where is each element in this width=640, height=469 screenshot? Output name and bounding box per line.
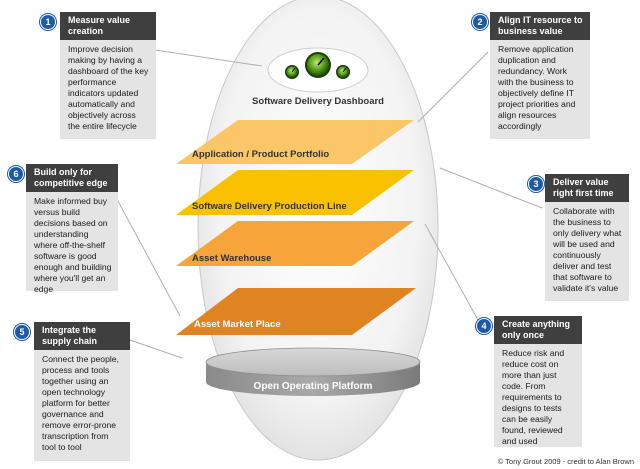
platform-label: Open Operating Platform <box>254 381 373 392</box>
connector-line-6 <box>111 189 181 317</box>
layer-4: Asset Market Place <box>176 288 416 335</box>
layer-4-shape <box>176 288 416 335</box>
callout-3-number: 3 <box>528 176 544 192</box>
callout-5-title: Integrate the supply chain <box>34 322 130 350</box>
callout-2-text: Remove application duplication and redun… <box>490 40 590 139</box>
callout-6-title: Build only for competitive edge <box>26 164 118 192</box>
layer-1: Application / Product Portfolio <box>176 120 414 164</box>
connector-line-2 <box>417 51 489 123</box>
callout-4-number: 4 <box>476 318 492 334</box>
callout-3: Deliver value right first time Collabora… <box>545 174 629 301</box>
layer-3-shape <box>176 221 414 266</box>
callout-2-title: Align IT resource to business value <box>490 12 590 40</box>
layer-4-label: Asset Market Place <box>194 319 281 330</box>
connector-line-4 <box>424 223 479 321</box>
callout-1: Measure value creation Improve decision … <box>60 12 156 139</box>
callout-1-number: 1 <box>40 14 56 30</box>
connector-line-3 <box>439 167 543 209</box>
callout-4: Create anything only once Reduce risk an… <box>494 316 582 447</box>
layer-2: Software Delivery Production Line <box>176 170 414 215</box>
layer-2-label: Software Delivery Production Line <box>192 201 347 212</box>
callout-6-text: Make informed buy versus build decisions… <box>26 192 118 294</box>
callout-3-text: Collaborate with the business to only de… <box>545 202 629 301</box>
connector-line-1 <box>154 49 263 67</box>
copyright-text: © Tony Grout 2009 - credit to Alan Brown <box>497 457 634 466</box>
layer-2-shape <box>176 170 414 215</box>
dashboard-title: Software Delivery Dashboard <box>252 96 384 107</box>
callout-1-title: Measure value creation <box>60 12 156 40</box>
callout-6-number: 6 <box>8 166 24 182</box>
layer-1-label: Application / Product Portfolio <box>192 149 329 160</box>
layer-3: Asset Warehouse <box>176 221 414 266</box>
callout-6: Build only for competitive edge Make inf… <box>26 164 118 294</box>
callout-2-number: 2 <box>472 14 488 30</box>
callout-4-text: Reduce risk and reduce cost on more than… <box>494 344 582 447</box>
callout-3-title: Deliver value right first time <box>545 174 629 202</box>
layer-3-label: Asset Warehouse <box>192 253 271 264</box>
connector-line-5 <box>129 339 183 359</box>
platform-cylinder: Open Operating Platform <box>205 347 421 396</box>
callout-5-number: 5 <box>14 324 30 340</box>
callout-4-title: Create anything only once <box>494 316 582 344</box>
connector-lines <box>111 49 543 359</box>
callout-2: Align IT resource to business value Remo… <box>490 12 590 139</box>
dashboard-gauges-icon <box>267 47 369 93</box>
layer-1-shape <box>176 120 414 164</box>
callout-5: Integrate the supply chain Connect the p… <box>34 322 130 461</box>
callout-1-text: Improve decision making by having a dash… <box>60 40 156 139</box>
callout-5-text: Connect the people, process and tools to… <box>34 350 130 461</box>
